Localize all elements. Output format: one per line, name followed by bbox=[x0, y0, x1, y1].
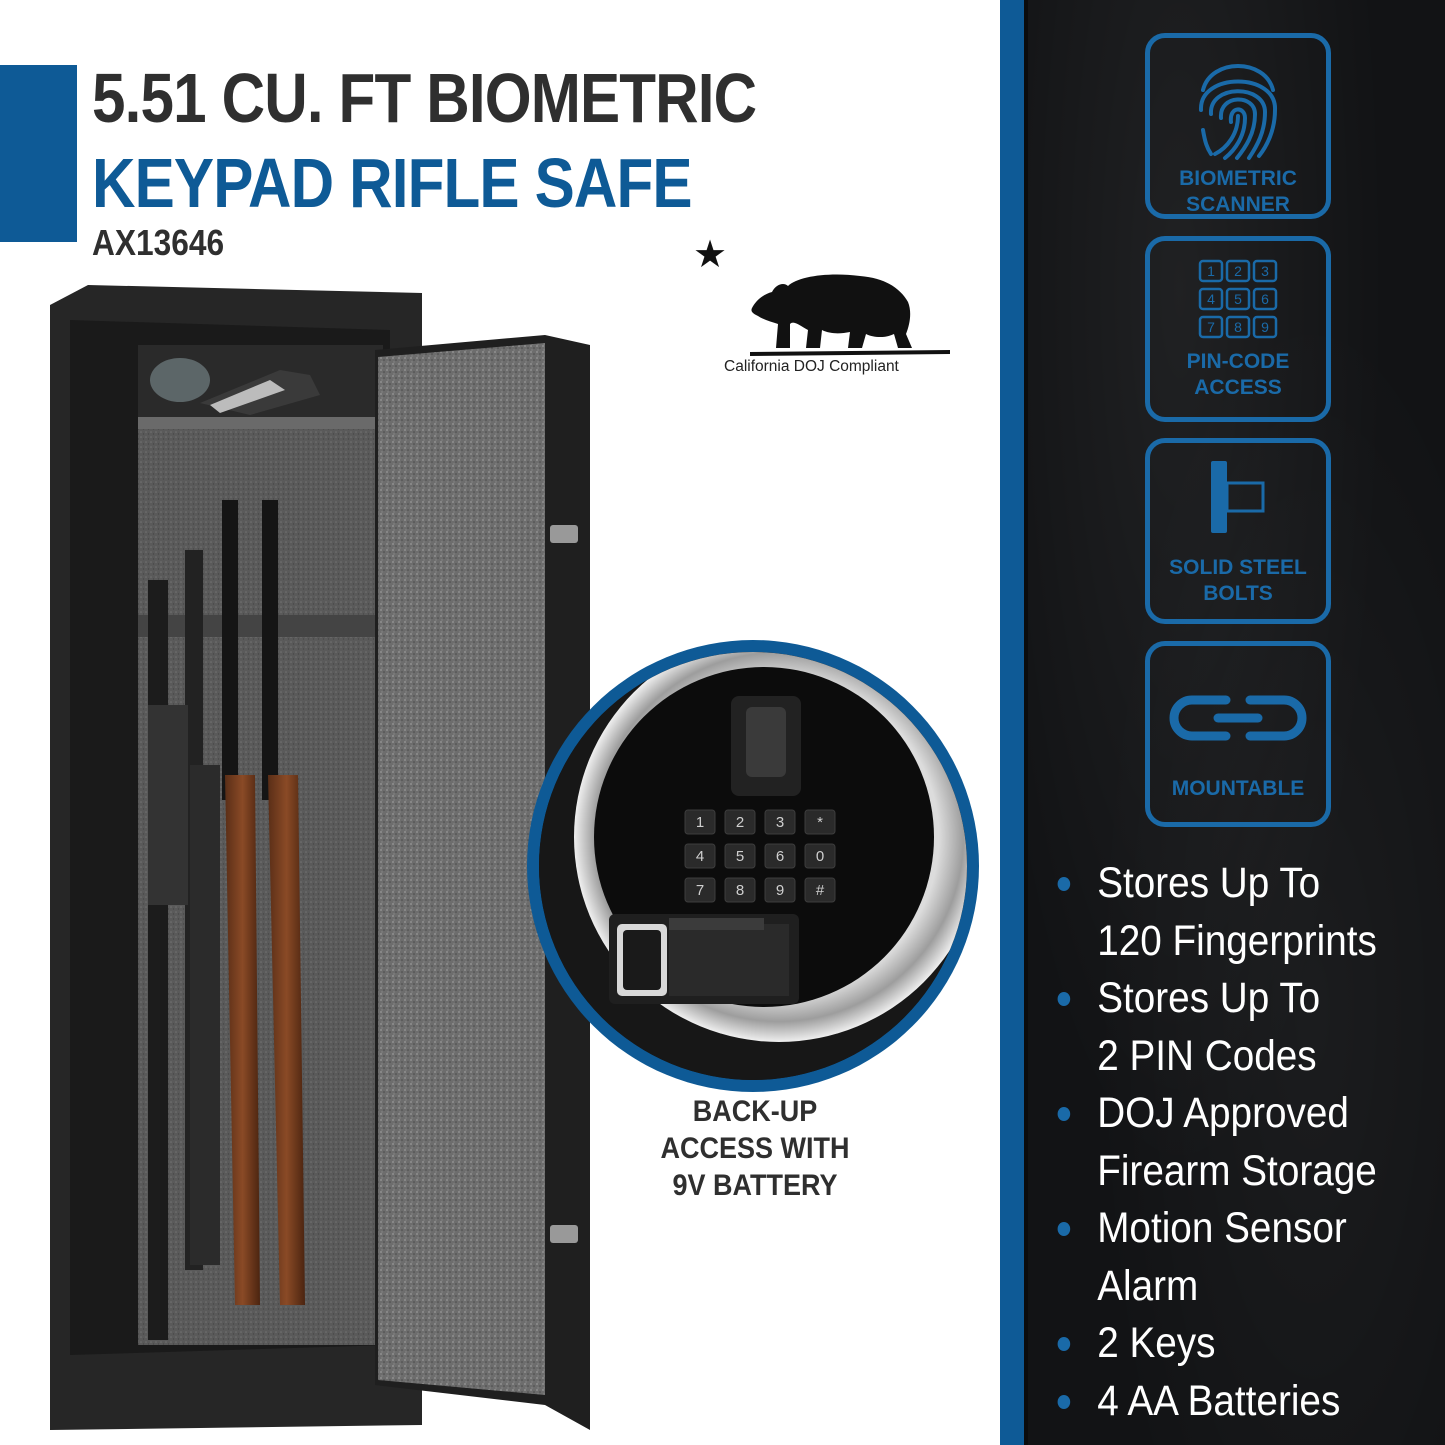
lock-callout-circle: 1 2 3 * 4 5 6 0 7 8 9 # bbox=[527, 640, 979, 1092]
model-number: AX13646 bbox=[92, 222, 225, 263]
star-icon: ★ bbox=[693, 234, 728, 276]
keypad-icon: 1 2 3 4 5 6 7 8 9 bbox=[1198, 259, 1278, 339]
feature-biometric-scanner: BIOMETRIC SCANNER bbox=[1145, 33, 1331, 219]
bullet-dot-icon bbox=[1057, 992, 1071, 1006]
lock-key-label: 1 bbox=[696, 814, 704, 831]
bullet-item: 4 AA Batteries bbox=[1054, 1373, 1445, 1431]
lock-key-label: 9 bbox=[776, 882, 784, 899]
keypad-lock-image: 1 2 3 * 4 5 6 0 7 8 9 # bbox=[539, 652, 967, 1080]
lock-key-label: 2 bbox=[736, 814, 744, 831]
pin-key-label: 7 bbox=[1207, 319, 1215, 335]
doj-compliant-label: California DOJ Compliant bbox=[724, 358, 899, 375]
feature-label-line2: BOLTS bbox=[1203, 582, 1273, 605]
caption-line-3: 9V BATTERY bbox=[672, 1169, 838, 1202]
lock-key-label: 4 bbox=[696, 848, 704, 865]
bolt-icon bbox=[1211, 461, 1265, 533]
pin-key-label: 9 bbox=[1261, 319, 1269, 335]
lock-key-label: 5 bbox=[736, 848, 744, 865]
title-accent-bar bbox=[0, 65, 77, 242]
panel-blue-edge bbox=[1000, 0, 1024, 1445]
pin-key-label: 6 bbox=[1261, 291, 1269, 307]
feature-label-line1: BIOMETRIC bbox=[1179, 167, 1297, 190]
feature-label-line1: SOLID STEEL bbox=[1169, 556, 1307, 579]
lock-key-label: # bbox=[816, 882, 825, 899]
rifle-safe-image bbox=[50, 285, 590, 1430]
feature-label-line1: PIN-CODE bbox=[1186, 350, 1290, 373]
feature-label-line2: SCANNER bbox=[1186, 193, 1290, 216]
bullet-item: 2 Keys bbox=[1054, 1315, 1445, 1373]
title-line-2: KEYPAD RIFLE SAFE bbox=[92, 144, 693, 222]
pin-key-label: 2 bbox=[1234, 263, 1242, 279]
bullet-dot-icon bbox=[1057, 1222, 1071, 1236]
lock-keypad bbox=[684, 809, 836, 903]
lock-key-label: * bbox=[817, 814, 823, 831]
lock-key-label: 3 bbox=[776, 814, 784, 831]
lock-key-label: 8 bbox=[736, 882, 744, 899]
bullet-dot-icon bbox=[1057, 1337, 1071, 1351]
caption-line-2: ACCESS WITH bbox=[660, 1132, 850, 1165]
pin-key-label: 3 bbox=[1261, 263, 1269, 279]
pin-key-label: 4 bbox=[1207, 291, 1215, 307]
title-line-1: 5.51 CU. FT BIOMETRIC bbox=[92, 59, 757, 137]
bullet-dot-icon bbox=[1057, 877, 1071, 891]
pin-key-label: 1 bbox=[1207, 263, 1215, 279]
chain-link-icon bbox=[1169, 695, 1307, 741]
fingerprint-icon bbox=[1198, 64, 1278, 160]
backup-access-caption: BACK-UP ACCESS WITH 9V BATTERY bbox=[634, 1093, 877, 1204]
feature-mountable: MOUNTABLE bbox=[1145, 641, 1331, 827]
lock-key-label: 0 bbox=[816, 848, 824, 865]
feature-pin-code-access: 1 2 3 4 5 6 7 8 9 PIN-CODE ACCESS bbox=[1145, 236, 1331, 422]
pin-key-label: 8 bbox=[1234, 319, 1242, 335]
pin-key-label: 5 bbox=[1234, 291, 1242, 307]
lock-key-label: 6 bbox=[776, 848, 784, 865]
bullet-dot-icon bbox=[1057, 1394, 1071, 1409]
lock-key-label: 7 bbox=[696, 882, 704, 899]
feature-solid-steel-bolts: SOLID STEEL BOLTS bbox=[1145, 438, 1331, 624]
california-bear-icon bbox=[750, 274, 950, 356]
feature-label-line1: MOUNTABLE bbox=[1171, 777, 1305, 800]
feature-label-line2: ACCESS bbox=[1194, 376, 1282, 399]
bullet-dot-icon bbox=[1057, 1107, 1071, 1121]
caption-line-1: BACK-UP bbox=[692, 1095, 818, 1128]
